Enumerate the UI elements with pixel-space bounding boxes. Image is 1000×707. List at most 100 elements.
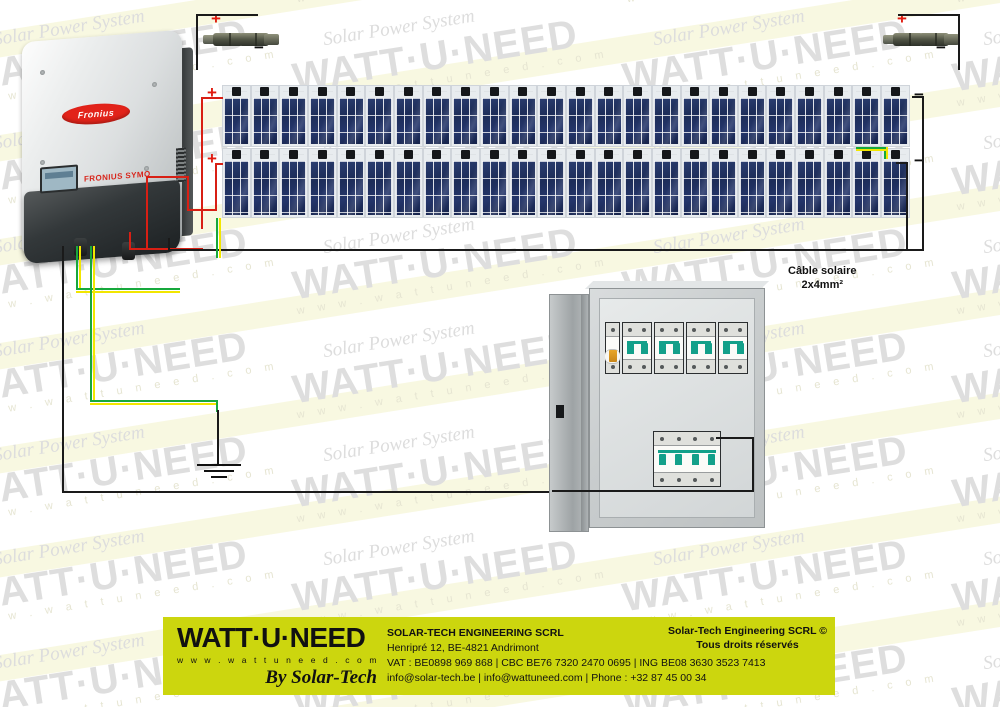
dc-isolator[interactable] xyxy=(605,322,620,374)
breaker-toggle[interactable] xyxy=(658,342,666,354)
string-1-positive-drop xyxy=(201,97,203,229)
breaker-terminal-top xyxy=(655,323,683,337)
enclosure-door[interactable] xyxy=(549,294,589,532)
circuit-breaker[interactable] xyxy=(718,322,748,374)
pv-lead xyxy=(352,91,362,92)
watermark-url: w w w . w a t t u n e e d . c o m xyxy=(955,152,1000,214)
string-1-positive-stub xyxy=(201,97,223,99)
breaker-terminal-top xyxy=(719,323,747,337)
pv-panel xyxy=(594,148,624,218)
pv-lead xyxy=(610,91,620,92)
watermark-tagline: Solar Power System xyxy=(981,214,1000,259)
breaker-body xyxy=(719,337,747,359)
pv-panel xyxy=(422,148,452,218)
pv-lead xyxy=(552,91,562,92)
pv-junction-box xyxy=(489,150,499,159)
pv-lead xyxy=(283,154,293,155)
breaker-toggle[interactable] xyxy=(640,342,648,354)
pv-panel xyxy=(279,85,308,147)
circuit-breaker[interactable] xyxy=(653,431,721,487)
pv-junction-box xyxy=(346,87,356,96)
pv-cell-grid xyxy=(625,98,650,144)
pv-lead xyxy=(724,154,734,155)
breaker-toggle[interactable] xyxy=(736,342,744,354)
polarity-minus-mc4-right: − xyxy=(936,38,946,57)
breaker-toggle[interactable] xyxy=(626,342,634,354)
pv-lead xyxy=(684,154,694,155)
pv-junction-box xyxy=(317,150,327,159)
pv-cell-grid xyxy=(539,98,564,144)
pv-panel xyxy=(795,148,824,218)
pv-cell-grid xyxy=(453,161,478,215)
watermark-url: w w w . w a t t u n e e d . c o m xyxy=(296,0,609,5)
breaker-toggle[interactable] xyxy=(658,453,666,465)
isolator-handle[interactable] xyxy=(608,350,617,362)
pv-lead xyxy=(810,91,820,92)
mc4-right-bracket-side xyxy=(958,14,960,70)
pv-lead xyxy=(569,91,579,92)
pv-lead xyxy=(323,154,333,155)
breaker-terminal-bottom xyxy=(623,359,651,373)
breaker-toggle[interactable] xyxy=(708,453,716,465)
pv-panel xyxy=(852,85,882,147)
pv-lead xyxy=(827,91,837,92)
breaker-feed-wire-h xyxy=(716,437,754,439)
door-latch-icon[interactable] xyxy=(556,405,564,418)
pv-lead xyxy=(655,91,665,92)
array-earth-jumper-h xyxy=(856,147,886,149)
breaker-toggle[interactable] xyxy=(704,342,712,354)
circuit-breaker[interactable] xyxy=(654,322,684,374)
pv-junction-box xyxy=(289,150,299,159)
breaker-toggle[interactable] xyxy=(675,453,683,465)
din-rail-bottom xyxy=(653,431,721,487)
breaker-toggle-bar xyxy=(723,341,743,344)
breaker-toggle[interactable] xyxy=(722,342,730,354)
pv-lead xyxy=(696,91,706,92)
pv-cell-grid xyxy=(711,98,736,144)
pv-panel xyxy=(651,85,681,147)
pv-lead xyxy=(380,91,390,92)
earth-ground-symbol xyxy=(196,464,241,480)
pv-panel xyxy=(766,85,796,147)
circuit-breaker[interactable] xyxy=(622,322,652,374)
pv-junction-box xyxy=(575,150,585,159)
pv-cell-grid xyxy=(338,98,364,144)
breaker-body xyxy=(623,337,651,359)
string-1-negative-stub xyxy=(912,96,924,98)
pv-lead xyxy=(638,91,648,92)
breaker-toggle-bar xyxy=(691,341,711,344)
pv-cell-grid xyxy=(625,161,650,215)
pv-junction-box xyxy=(375,87,385,96)
pv-cell-grid xyxy=(338,161,364,215)
pv-cell-grid xyxy=(309,161,335,215)
pv-lead xyxy=(409,154,419,155)
pv-lead xyxy=(896,154,906,155)
pv-lead xyxy=(397,154,407,155)
pv-junction-box xyxy=(489,87,499,96)
pv-junction-box xyxy=(260,87,270,96)
pv-junction-box xyxy=(862,87,872,96)
pv-panel xyxy=(795,85,824,147)
pv-junction-box xyxy=(461,87,471,96)
circuit-breaker[interactable] xyxy=(686,322,716,374)
pv-lead xyxy=(684,91,694,92)
breaker-toggle[interactable] xyxy=(672,342,680,354)
breaker-toggle[interactable] xyxy=(690,342,698,354)
pv-junction-box xyxy=(317,87,327,96)
pv-lead xyxy=(713,91,723,92)
pv-lead xyxy=(638,154,648,155)
breaker-toggle[interactable] xyxy=(691,453,699,465)
pv-lead xyxy=(512,91,522,92)
pv-lead xyxy=(598,91,608,92)
pv-lead xyxy=(552,154,562,155)
breaker-return-wire xyxy=(552,490,754,492)
pv-panel xyxy=(709,148,738,218)
pv-cell-grid xyxy=(739,98,765,144)
breaker-body xyxy=(605,337,620,364)
breaker-terminal-top xyxy=(606,323,619,337)
pv-lead xyxy=(409,91,419,92)
pv-panel xyxy=(737,85,767,147)
pv-panel xyxy=(623,85,652,147)
